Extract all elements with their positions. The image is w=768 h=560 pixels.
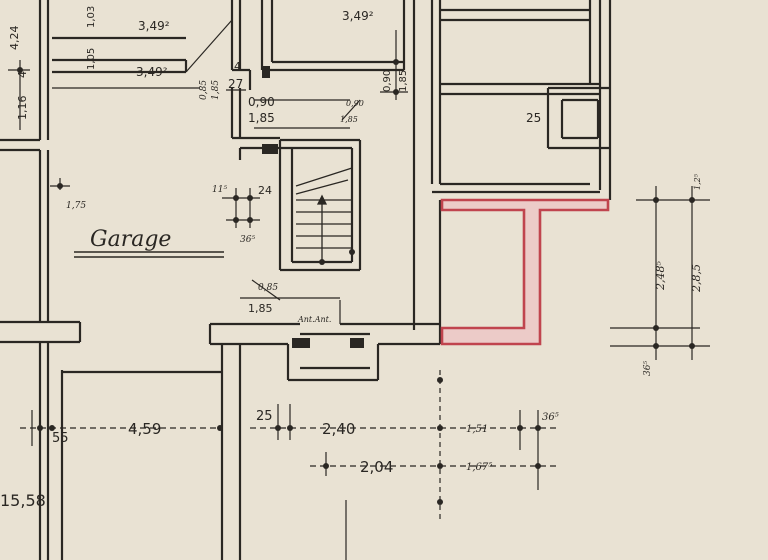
dim-top-1: 3,49²: [138, 19, 170, 33]
dim-right-vert-bottom: 36⁵: [643, 361, 653, 376]
dim-bottom-left-total: 15,58: [0, 491, 46, 510]
dim-bottom-width-2: 2,40: [322, 420, 355, 438]
dim-door-6: 1,85: [340, 115, 358, 124]
dim-right-b: 36⁵: [542, 412, 559, 423]
dim-bottom-left-small: 55: [52, 431, 69, 446]
dim-door-4: 1,85: [398, 70, 409, 92]
dim-right-vert-2: 2,8,5: [690, 264, 703, 293]
dim-bottom-wall: 25: [256, 409, 273, 424]
dim-door-2: 1,85: [248, 111, 275, 125]
dim-lower-185: 1,85: [248, 302, 273, 315]
stair-label: Ant.Ant.: [297, 315, 331, 324]
dim-top-small-1: 1,05: [86, 48, 97, 70]
dim-top-small-2: 1,03: [86, 6, 97, 28]
dim-door-3: 0,90: [382, 70, 393, 92]
dim-door-5: 0,90: [346, 99, 364, 108]
dim-wall-365: 36⁵: [240, 235, 255, 245]
dim-stair-small: 27: [228, 77, 243, 91]
dim-top-3: 3,49²: [342, 9, 374, 23]
dim-door-1: 0,90: [248, 95, 275, 109]
dim-right-vert-small: 1,2⁵: [693, 173, 702, 190]
dim-lower-885: 0,85: [258, 283, 278, 293]
dim-side-2: 4: [16, 71, 29, 78]
stair-treads: [295, 167, 353, 262]
dim-right-a: 1,51: [466, 424, 488, 435]
dimension-dots: [17, 59, 695, 505]
dim-wall-115: 11⁵: [212, 185, 227, 195]
dim-top-2: 3,49²: [136, 65, 168, 79]
dim-wall-24: 24: [258, 184, 272, 197]
garage-label-group: Garage: [74, 227, 224, 258]
dim-slant-1: 0,85: [199, 80, 209, 100]
dim-bottom-width-1: 4,59: [128, 420, 161, 438]
dim-slant-2: 1,85: [211, 80, 221, 100]
dim-bottom-width-3: 2,04: [360, 458, 393, 476]
highlighted-wall: [440, 198, 610, 346]
dim-marker-25: 25: [526, 111, 541, 125]
dim-side-1: 1,16: [16, 96, 29, 121]
walls: [0, 0, 612, 560]
room-label-garage: Garage: [90, 227, 171, 252]
dim-side-3: 4,24: [8, 26, 21, 51]
dim-right-vert-1: 2,48⁵: [654, 261, 667, 291]
dim-stair-small-2: 4: [234, 60, 241, 73]
dim-wall-175: 1,75: [66, 201, 86, 211]
dim-right-c: 1,67⁵: [466, 462, 492, 473]
